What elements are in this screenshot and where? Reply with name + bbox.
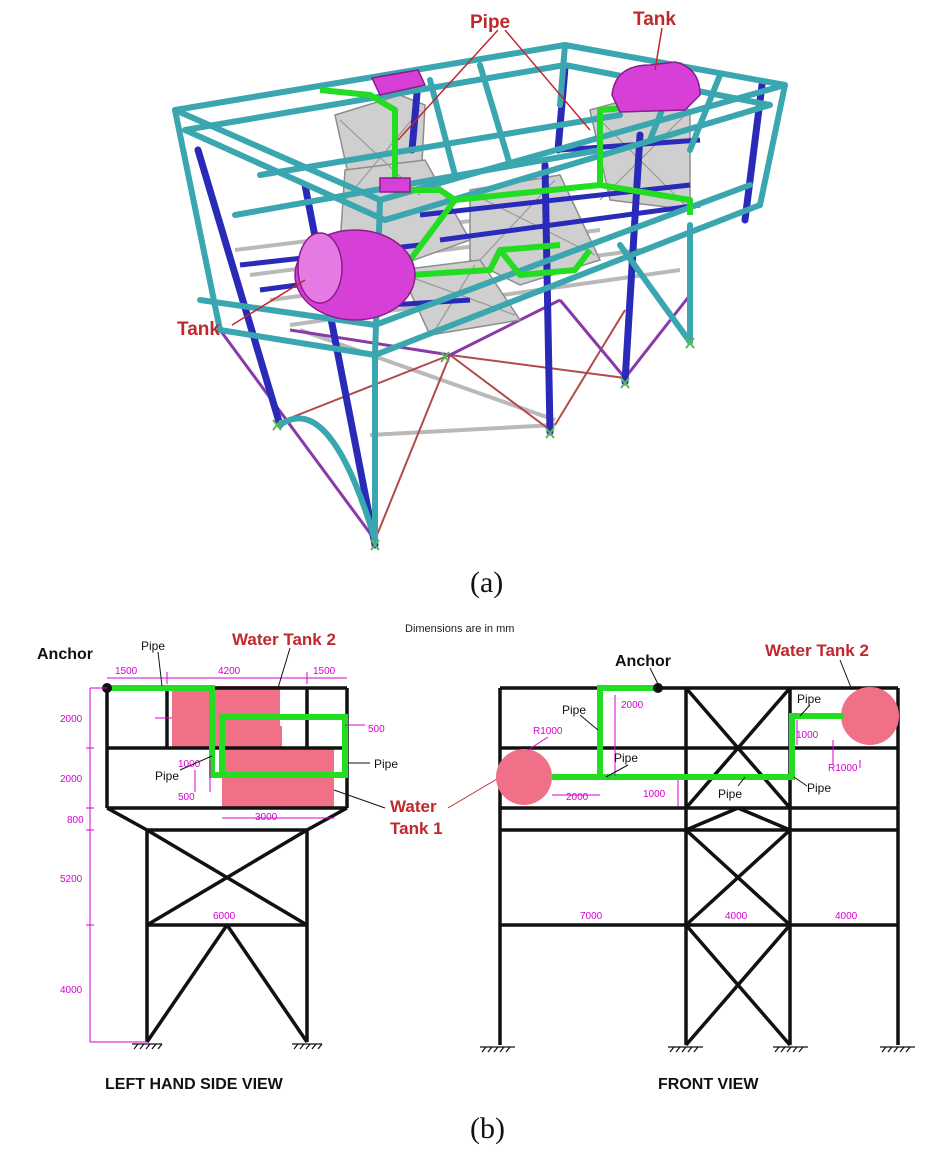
dim-6000: 6000 — [213, 911, 236, 922]
front-view-pipe — [552, 685, 843, 780]
dim-h-2000-b: 2000 — [60, 774, 83, 785]
front-view-title: FRONT VIEW — [658, 1076, 759, 1093]
dim-2000-bottom: 2000 — [566, 792, 589, 803]
dim-h-5200: 5200 — [60, 874, 83, 885]
anchor-label-left: Anchor — [37, 646, 93, 663]
pipe-label-front-a: Pipe — [562, 703, 586, 717]
pipe-label-inner-left: Pipe — [155, 769, 179, 783]
left-view-tanks — [172, 686, 334, 808]
left-view-title: LEFT HAND SIDE VIEW — [105, 1076, 284, 1093]
leader-lines — [231, 27, 663, 326]
label-tank-top-3d: Tank — [633, 9, 676, 30]
dim-1000: 1000 — [178, 759, 201, 770]
dim-3000: 3000 — [255, 812, 278, 823]
dim-top-4200: 4200 — [218, 666, 241, 677]
left-side-view: 1500 4200 1500 2000 2000 800 5200 4000 1… — [37, 630, 503, 1093]
ground-supports — [272, 337, 695, 551]
dim-1000-right: 1000 — [796, 730, 819, 741]
magenta-tanks — [294, 61, 701, 321]
front-view-ground — [480, 1046, 915, 1053]
dim-4000-right: 4000 — [835, 911, 858, 922]
dim-h-800: 800 — [67, 815, 84, 826]
water-tank-2-label-front: Water Tank 2 — [765, 641, 869, 660]
dim-7000: 7000 — [580, 911, 603, 922]
pipe-label-front-e: Pipe — [797, 692, 821, 706]
tank-top-right-3d — [611, 61, 701, 113]
water-tank-1-label-line1: Water — [390, 797, 437, 816]
panel-a-3d-model: Pipe Tank Tank — [172, 9, 788, 551]
front-view-leaders — [579, 659, 853, 787]
dim-top-1500-right: 1500 — [313, 666, 336, 677]
left-view-dimension-lines — [86, 672, 365, 1043]
caption-b: (b) — [470, 1112, 505, 1145]
water-tank-1-circle — [496, 749, 552, 805]
pipe-label-front-d: Pipe — [807, 781, 831, 795]
dim-2000-top: 2000 — [621, 700, 644, 711]
water-tank-1-label-line2: Tank 1 — [390, 819, 443, 838]
dim-r1000-left: R1000 — [533, 726, 563, 737]
pipe-label-front-c: Pipe — [718, 787, 742, 801]
anchor-label-front: Anchor — [615, 653, 671, 670]
red-bracing — [284, 309, 626, 541]
tank-top-left-3d — [370, 69, 427, 96]
left-view-frame — [105, 686, 349, 1043]
label-pipe-3d: Pipe — [470, 12, 510, 33]
pipe-label-top-left: Pipe — [141, 639, 165, 653]
left-view-leaders — [157, 647, 386, 809]
anchor-point-front — [653, 683, 663, 693]
water-tank-1-leader — [447, 775, 503, 809]
front-view-frame — [498, 686, 900, 1047]
dim-r1000-right: R1000 — [828, 763, 858, 774]
purple-bracing — [218, 294, 692, 541]
dim-top-1500-left: 1500 — [115, 666, 138, 677]
front-view: R1000 R1000 2000 1000 2000 1000 7000 400… — [480, 641, 915, 1093]
dim-h-2000-a: 2000 — [60, 714, 83, 725]
dim-1000-mid: 1000 — [643, 789, 666, 800]
pipe-label-right-left: Pipe — [374, 757, 398, 771]
dimensions-note: Dimensions are in mm — [405, 623, 514, 635]
left-view-ground — [132, 1043, 323, 1050]
left-view-pipe — [107, 685, 348, 778]
caption-a: (a) — [470, 566, 503, 599]
dim-h-4000: 4000 — [60, 985, 83, 996]
dim-500-right: 500 — [368, 724, 385, 735]
pipe-label-front-b: Pipe — [614, 751, 638, 765]
label-tank-left-3d: Tank — [177, 319, 220, 340]
water-tank-2-label-left: Water Tank 2 — [232, 630, 336, 649]
dim-4000-mid: 4000 — [725, 911, 748, 922]
water-tank-2-circle — [841, 687, 899, 745]
dim-500-left: 500 — [178, 792, 195, 803]
front-view-dimension-lines — [527, 695, 861, 806]
